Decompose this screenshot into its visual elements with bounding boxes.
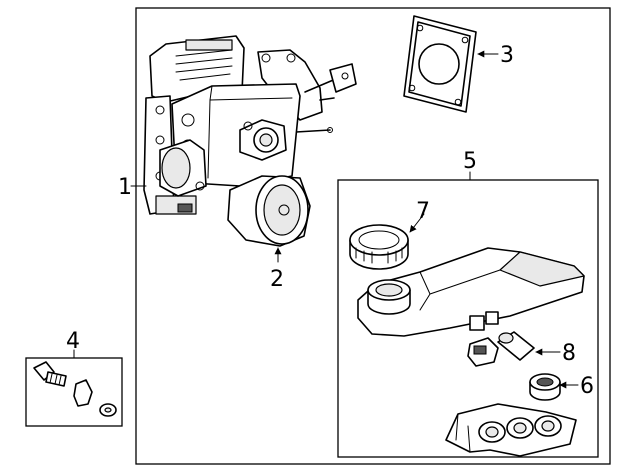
leader-lines (73, 50, 579, 389)
callout-5: 5 (463, 149, 477, 174)
callout-1: 1 (118, 175, 132, 200)
callout-4: 4 (66, 329, 80, 354)
gasket-plate (403, 15, 477, 113)
reservoir-body (357, 247, 585, 337)
hardware-kit (33, 361, 117, 417)
main-frame (135, 7, 611, 465)
reservoir-kit-frame (337, 179, 599, 458)
callout-7: 7 (416, 199, 430, 224)
booster-assembly (143, 35, 357, 247)
level-sensor (467, 331, 535, 367)
callout-6: 6 (580, 374, 594, 399)
grommet (529, 373, 561, 401)
mounting-bracket (445, 403, 577, 457)
reservoir-cap (349, 224, 409, 270)
callout-3: 3 (500, 43, 514, 68)
callout-8: 8 (562, 341, 576, 366)
callout-2: 2 (270, 267, 284, 292)
